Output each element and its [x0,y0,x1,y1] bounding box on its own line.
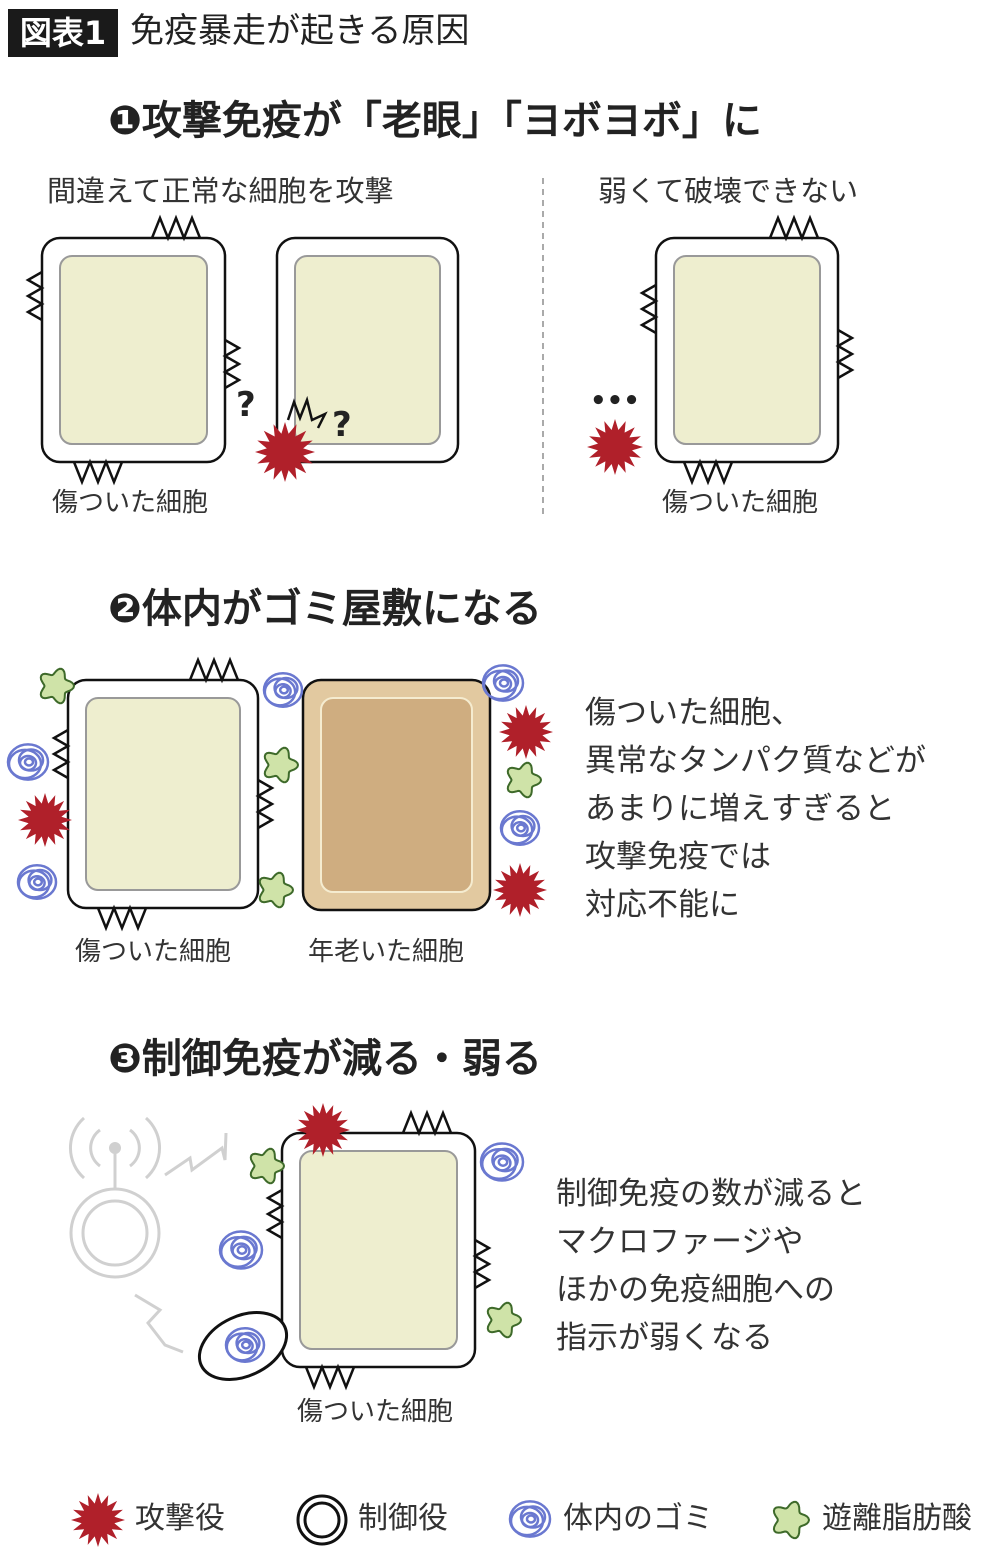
section2-heading: ❷体内がゴミ屋敷になる [108,586,542,632]
damage-tear [401,1109,453,1137]
section2-text-line: 傷ついた細胞、 [585,695,802,731]
legend-control-ring-icon [296,1494,348,1546]
attack-star-icon [587,419,643,475]
legend-debris-scribble-icon [508,1500,552,1538]
debris-scribble-icon [262,672,304,708]
debris-scribble-icon [6,743,50,781]
damage-tear [150,214,202,242]
cell-interior [59,255,208,445]
damage-tear [188,656,240,684]
section1-heading: ❶攻撃免疫が「老眼」「ヨボヨボ」に [108,98,762,144]
section3-heading: ❸制御免疫が減る・弱る [108,1036,542,1082]
fatty-acid-blob-icon [506,761,543,799]
section3-text-line: 指示が弱くなる [556,1320,773,1356]
section2-text-line: 攻撃免疫では [585,839,771,875]
figure-badge: 図表1 [8,9,118,57]
cell-interior [673,255,821,445]
legend-debris-label: 体内のゴミ [563,1501,713,1536]
weak-signal-zigzag [134,1293,184,1354]
section1-right-cell-label: 傷ついた細胞 [662,488,819,518]
legend-control-label: 制御役 [358,1501,448,1536]
cell-interior [85,697,241,891]
section3-text-line: 制御免疫の数が減ると [556,1176,866,1212]
section2-text-line: あまりに増えすぎると [585,791,895,827]
debris-scribble-icon [479,1142,525,1182]
debris-scribble-icon [499,810,541,846]
attack-star-icon [493,863,547,917]
damage-tear [72,458,124,486]
damage-tear [25,270,45,322]
faded-control-ring-inner [81,1199,149,1267]
question-mark: ? [236,385,256,425]
ellipsis: ••• [590,386,640,416]
legend-fatty-acid-blob-icon [772,1500,811,1540]
legend-attack-label: 攻撃役 [135,1501,225,1536]
attack-star-icon [255,422,315,482]
section3-text-line: マクロファージや [556,1224,804,1260]
legend-attack-star-icon [71,1493,125,1547]
attack-star-icon [296,1103,350,1157]
section1-left-caption: 間違えて正常な細胞を攻撃 [47,174,394,208]
fatty-acid-blob-icon [486,1301,523,1339]
legend-control-ring-inner [303,1501,341,1539]
section2-text-line: 対応不能に [585,887,740,923]
signal-antenna-tip [109,1142,121,1154]
damage-tear [304,1363,356,1391]
attack-star-icon [499,705,553,759]
damage-tear [265,1188,285,1240]
damage-tear [835,328,855,380]
debris-scribble-icon [224,1327,266,1363]
damage-tear [639,283,659,335]
damage-tear [768,214,820,242]
question-mark: ? [332,405,352,445]
fatty-acid-blob-icon [39,667,76,705]
cell-interior [320,697,473,893]
figure-title: 免疫暴走が起きる原因 [130,11,470,51]
damage-tear [96,904,148,932]
section3-text-line: ほかの免疫細胞への [556,1272,835,1308]
damage-tear [222,338,242,390]
cell-interior [299,1150,458,1350]
fatty-acid-blob-icon [249,1147,286,1185]
section2-damaged-cell-label: 傷ついた細胞 [75,937,232,967]
section2-old-cell-label: 年老いた細胞 [308,937,465,967]
damage-tear [682,458,734,486]
cell-interior [294,255,441,445]
damage-tear [472,1238,492,1290]
damage-tear [51,728,71,780]
attack-burst-lines [286,395,328,429]
fatty-acid-blob-icon [263,746,300,784]
fatty-acid-blob-icon [258,871,295,909]
debris-scribble-icon [16,864,58,900]
debris-scribble-icon [218,1230,264,1270]
section2-text-line: 異常なタンパク質などが [585,743,926,779]
debris-scribble-icon [481,664,525,702]
legend-fatty-acid-label: 遊離脂肪酸 [822,1501,972,1536]
damage-tear [255,778,275,830]
weak-signal-zigzag [164,1132,228,1177]
attack-star-icon [18,793,72,847]
signal-waves-icon [69,1116,161,1180]
section1-left-cell-label: 傷ついた細胞 [52,488,209,518]
section1-right-caption: 弱くて破壊できない [598,174,859,208]
section3-cell-label: 傷ついた細胞 [297,1397,454,1427]
